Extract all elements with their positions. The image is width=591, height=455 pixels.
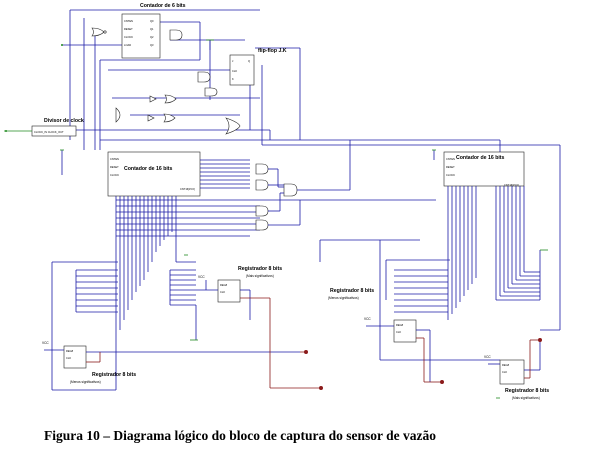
register-rm-subtitle: (Menos significativos) xyxy=(328,296,359,300)
register-mid-block: REG8 CLK VCC Registrador 8 bits (Mais si… xyxy=(169,266,282,340)
svg-text:Q: Q xyxy=(248,59,250,63)
register-br-block: REG8 CLK VCC Registrador 8 bits (Mais si… xyxy=(484,329,560,400)
output-ports xyxy=(86,297,542,390)
power-markers xyxy=(60,149,500,399)
svg-text:CLOCK_IN CLOCK_OUT: CLOCK_IN CLOCK_OUT xyxy=(34,130,64,134)
svg-text:VCC: VCC xyxy=(364,317,371,321)
svg-text:Q1: Q1 xyxy=(150,27,154,31)
svg-text:Q3: Q3 xyxy=(150,43,154,47)
svg-text:VCC: VCC xyxy=(484,355,491,359)
svg-text:Q2: Q2 xyxy=(150,35,154,39)
svg-text:LOAD: LOAD xyxy=(124,43,131,47)
svg-text:CNT16[15:0]: CNT16[15:0] xyxy=(504,183,519,187)
register-bl-title: Registrador 8 bits xyxy=(92,372,136,378)
svg-text:REG8: REG8 xyxy=(66,349,74,353)
svg-text:VCC: VCC xyxy=(198,275,205,279)
flipflop-label: flip-flop J.K xyxy=(258,48,287,54)
svg-text:RESET: RESET xyxy=(110,165,119,169)
svg-text:REG8: REG8 xyxy=(396,323,404,327)
counter-16bit-right-block: CNTEN RESET CLOCK CNT16[15:0] Contador d… xyxy=(443,151,525,187)
svg-text:VCC: VCC xyxy=(42,341,49,345)
svg-text:CNTEN: CNTEN xyxy=(124,19,133,23)
clock-divider-block: CLOCK_IN CLOCK_OUT Divisor de clock xyxy=(4,44,84,137)
register-mid-subtitle: (Mais significativos) xyxy=(246,274,274,278)
register-bl-block: REG8 CLK VCC Registrador 8 bits (Menos s… xyxy=(42,261,300,391)
svg-text:REG8: REG8 xyxy=(502,363,510,367)
svg-text:RESET: RESET xyxy=(124,27,133,31)
svg-text:CLK: CLK xyxy=(66,356,71,360)
counter-16bit-right-label: Contador de 16 bits xyxy=(456,155,505,161)
svg-text:CNTEN: CNTEN xyxy=(110,157,119,161)
svg-text:CLK: CLK xyxy=(396,330,401,334)
flipflop-jk-block: J CLK K Q flip-flop J.K xyxy=(206,39,287,86)
svg-text:Q0: Q0 xyxy=(150,19,154,23)
svg-text:K: K xyxy=(232,77,234,81)
svg-text:CNT16[15:0]: CNT16[15:0] xyxy=(180,187,195,191)
register-br-title: Registrador 8 bits xyxy=(505,388,549,394)
svg-text:CLK: CLK xyxy=(502,370,507,374)
register-mid-title: Registrador 8 bits xyxy=(238,266,282,272)
counter-6bit-block: CNTEN RESET CLOCK LOAD Q0 Q1 Q2 Q3 Conta… xyxy=(121,3,186,59)
counter-6bit-label: Contador de 6 bits xyxy=(140,3,186,9)
counter-left-bus xyxy=(115,159,260,390)
svg-text:REG8: REG8 xyxy=(220,283,228,287)
svg-text:CLK: CLK xyxy=(220,290,225,294)
comparator-gates xyxy=(255,140,436,231)
logic-diagram: CNTEN RESET CLOCK LOAD Q0 Q1 Q2 Q3 Conta… xyxy=(4,3,561,400)
clock-divider-label: Divisor de clock xyxy=(44,118,84,124)
svg-text:CLOCK: CLOCK xyxy=(124,35,133,39)
svg-text:CLOCK: CLOCK xyxy=(446,173,455,177)
counter-right-bus xyxy=(319,186,548,340)
counter-16bit-left-block: CNTEN RESET CLOCK CNT16[15:0] Contador d… xyxy=(107,151,201,197)
figure-caption: Figura 10 – Diagrama lógico do bloco de … xyxy=(44,428,436,443)
svg-text:CNTEN: CNTEN xyxy=(446,157,455,161)
top-gates xyxy=(91,27,241,135)
register-rm-block: REG8 CLK VCC Registrador 8 bits (Menos s… xyxy=(328,259,500,382)
register-rm-title: Registrador 8 bits xyxy=(330,288,374,294)
svg-text:CLOCK: CLOCK xyxy=(110,173,119,177)
register-bl-subtitle: (Menos significativos) xyxy=(70,380,101,384)
counter-16bit-left-label: Contador de 16 bits xyxy=(124,166,173,172)
svg-text:RESET: RESET xyxy=(446,165,455,169)
register-br-subtitle: (Mais significativos) xyxy=(512,396,540,400)
svg-text:J: J xyxy=(232,59,234,63)
svg-text:CLK: CLK xyxy=(232,69,237,73)
